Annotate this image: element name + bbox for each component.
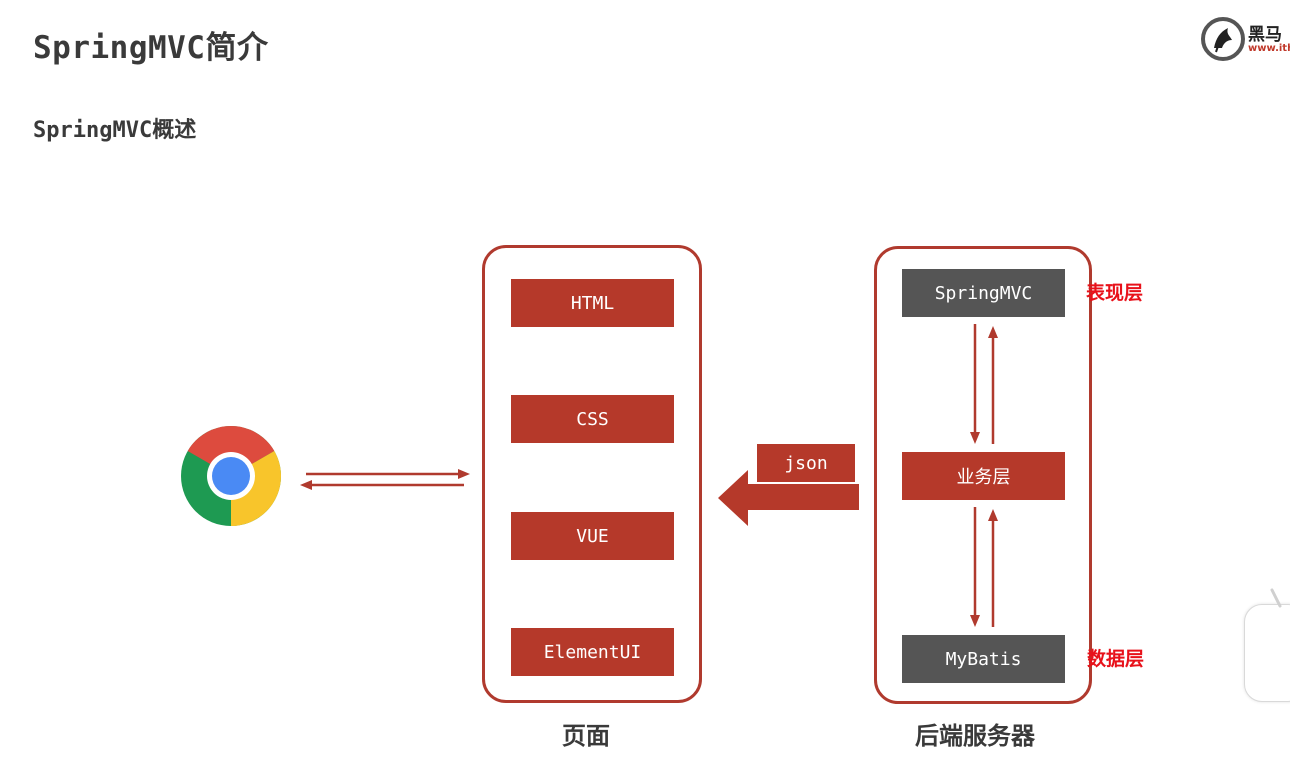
frontend-item-elementui: ElementUI (511, 628, 674, 676)
service-mybatis-arrows (970, 507, 998, 627)
logo-url: www.ith (1248, 43, 1290, 54)
backend-group (874, 246, 1092, 704)
json-transfer-arrow (718, 470, 859, 526)
json-label-box: json (757, 444, 855, 482)
frontend-caption: 页面 (562, 722, 610, 750)
logo-text: 黑马 (1248, 25, 1282, 45)
frontend-item-html: HTML (511, 279, 674, 327)
horse-logo-icon (1201, 17, 1245, 61)
widget-antenna-icon (1268, 588, 1290, 610)
frontend-item-vue: VUE (511, 512, 674, 560)
tag-data-layer: 数据层 (1087, 648, 1145, 670)
springmvc-service-arrows (970, 324, 998, 444)
slide-subtitle: SpringMVC概述 (33, 118, 197, 143)
floating-widget[interactable] (1244, 604, 1290, 702)
brand-logo: 黑马 www.ith (1200, 16, 1290, 62)
slide-title: SpringMVC简介 (33, 30, 269, 66)
frontend-group (482, 245, 702, 703)
frontend-item-css: CSS (511, 395, 674, 443)
backend-caption: 后端服务器 (915, 722, 1035, 750)
browser-frontend-arrows (300, 469, 470, 490)
backend-layer-mybatis: MyBatis (902, 635, 1065, 683)
chrome-browser-icon (181, 426, 281, 526)
tag-presentation-layer: 表现层 (1086, 282, 1144, 304)
backend-layer-service: 业务层 (902, 452, 1065, 500)
backend-layer-springmvc: SpringMVC (902, 269, 1065, 317)
